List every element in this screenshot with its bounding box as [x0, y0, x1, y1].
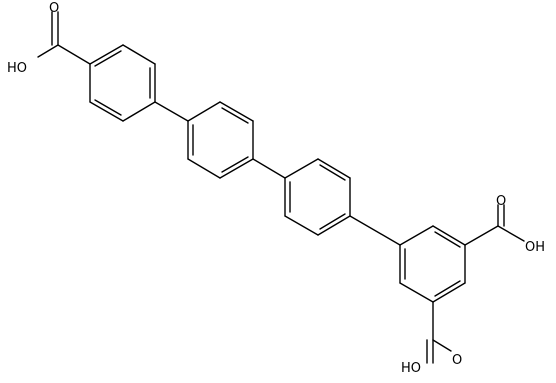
bond-b-c [252, 158, 286, 179]
hydroxyl-label-b: OH [525, 240, 545, 255]
ring-c [284, 158, 351, 236]
carboxyl-a-bonds [37, 11, 91, 65]
oxygen-label-b: O [496, 194, 506, 209]
bond-c-d [349, 215, 401, 246]
oxygen-label-c: O [452, 353, 462, 368]
ring-d [399, 225, 466, 303]
carboxyl-b-bonds [464, 204, 525, 246]
oxygen-label-a: O [49, 1, 59, 16]
hydroxyl-label-a: HO [7, 61, 27, 76]
bond-a-b [154, 101, 189, 122]
carboxyl-c-bonds [426, 301, 452, 364]
hydroxyl-label-c: HO [401, 361, 421, 376]
ring-a [89, 44, 156, 122]
ring-b [187, 101, 254, 179]
